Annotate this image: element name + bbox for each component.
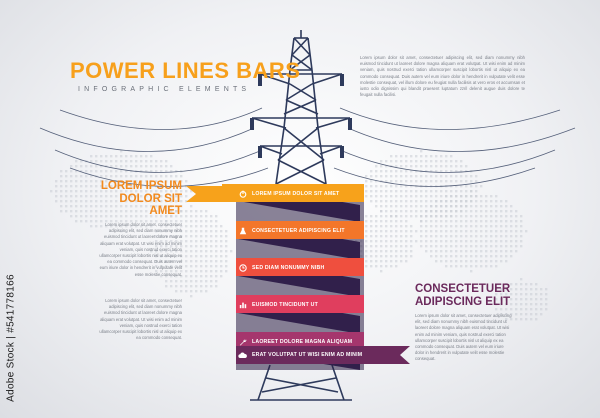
power-lines bbox=[39, 107, 576, 187]
ribbon-bar-2 bbox=[236, 221, 364, 239]
left-paragraph-2: Lorem ipsum dolor sit amet, consectetuer… bbox=[99, 298, 182, 341]
ribbon-bar-5 bbox=[236, 332, 364, 350]
wrench-icon bbox=[238, 338, 247, 347]
bar-label-1: LOREM IPSUM DOLOR SIT AMET bbox=[252, 191, 340, 197]
bar-label-5: LAOREET DOLORE MAGNA ALIQUAM bbox=[252, 339, 353, 345]
bar-row-4: EUISMOD TINCIDUNT UT bbox=[238, 296, 318, 314]
left-paragraph-1: Lorem ipsum dolor sit amet, consectetuer… bbox=[99, 222, 182, 277]
ribbon-tail-left bbox=[186, 186, 224, 202]
bar-row-6: ERAT VOLUTPAT UT WISI ENIM AD MINIM bbox=[238, 346, 362, 364]
page-title: POWER LINES BARS bbox=[70, 58, 301, 83]
intro-paragraph: Lorem ipsum dolor sit amet, consectetuer… bbox=[360, 55, 525, 98]
right-paragraph: Lorem ipsum dolor sit amet, consectetuer… bbox=[415, 313, 512, 362]
clock-icon bbox=[238, 264, 247, 273]
ribbon-bar-1 bbox=[222, 184, 364, 202]
bar-row-5: LAOREET DOLORE MAGNA ALIQUAM bbox=[238, 333, 352, 351]
bar-label-6: ERAT VOLUTPAT UT WISI ENIM AD MINIM bbox=[252, 352, 363, 358]
ribbon-bar-4 bbox=[236, 295, 364, 313]
bar-chart-icon bbox=[238, 301, 247, 310]
flask-icon bbox=[238, 227, 247, 236]
power-icon bbox=[238, 190, 247, 199]
right-heading: CONSECTETUER ADIPISCING ELIT bbox=[415, 283, 511, 308]
stock-watermark: Adobe Stock | #541778166 bbox=[4, 268, 18, 408]
bar-label-2: CONSECTETUER ADIPISCING ELIT bbox=[252, 228, 345, 234]
ribbon-bar-6 bbox=[236, 346, 382, 364]
watermark-text: Adobe Stock | #541778166 bbox=[5, 274, 17, 402]
bar-row-3: SED DIAM NONUMMY NIBH bbox=[238, 259, 324, 277]
bar-label-3: SED DIAM NONUMMY NIBH bbox=[252, 265, 325, 271]
ribbon-bar-3 bbox=[236, 258, 364, 276]
cloud-icon bbox=[238, 351, 247, 360]
ribbon-bars bbox=[222, 184, 382, 364]
page-subtitle: INFOGRAPHIC ELEMENTS bbox=[78, 86, 251, 93]
bar-row-2: CONSECTETUER ADIPISCING ELIT bbox=[238, 222, 345, 240]
world-map-dots bbox=[50, 150, 548, 321]
insulators bbox=[250, 74, 352, 158]
bar-label-4: EUISMOD TINCIDUNT UT bbox=[252, 302, 318, 308]
ribbon-tail-right bbox=[380, 346, 410, 364]
left-heading: LOREM IPSUM DOLOR SIT AMET bbox=[100, 180, 182, 217]
tower-icon bbox=[250, 30, 352, 401]
bar-row-1: LOREM IPSUM DOLOR SIT AMET bbox=[238, 185, 339, 203]
